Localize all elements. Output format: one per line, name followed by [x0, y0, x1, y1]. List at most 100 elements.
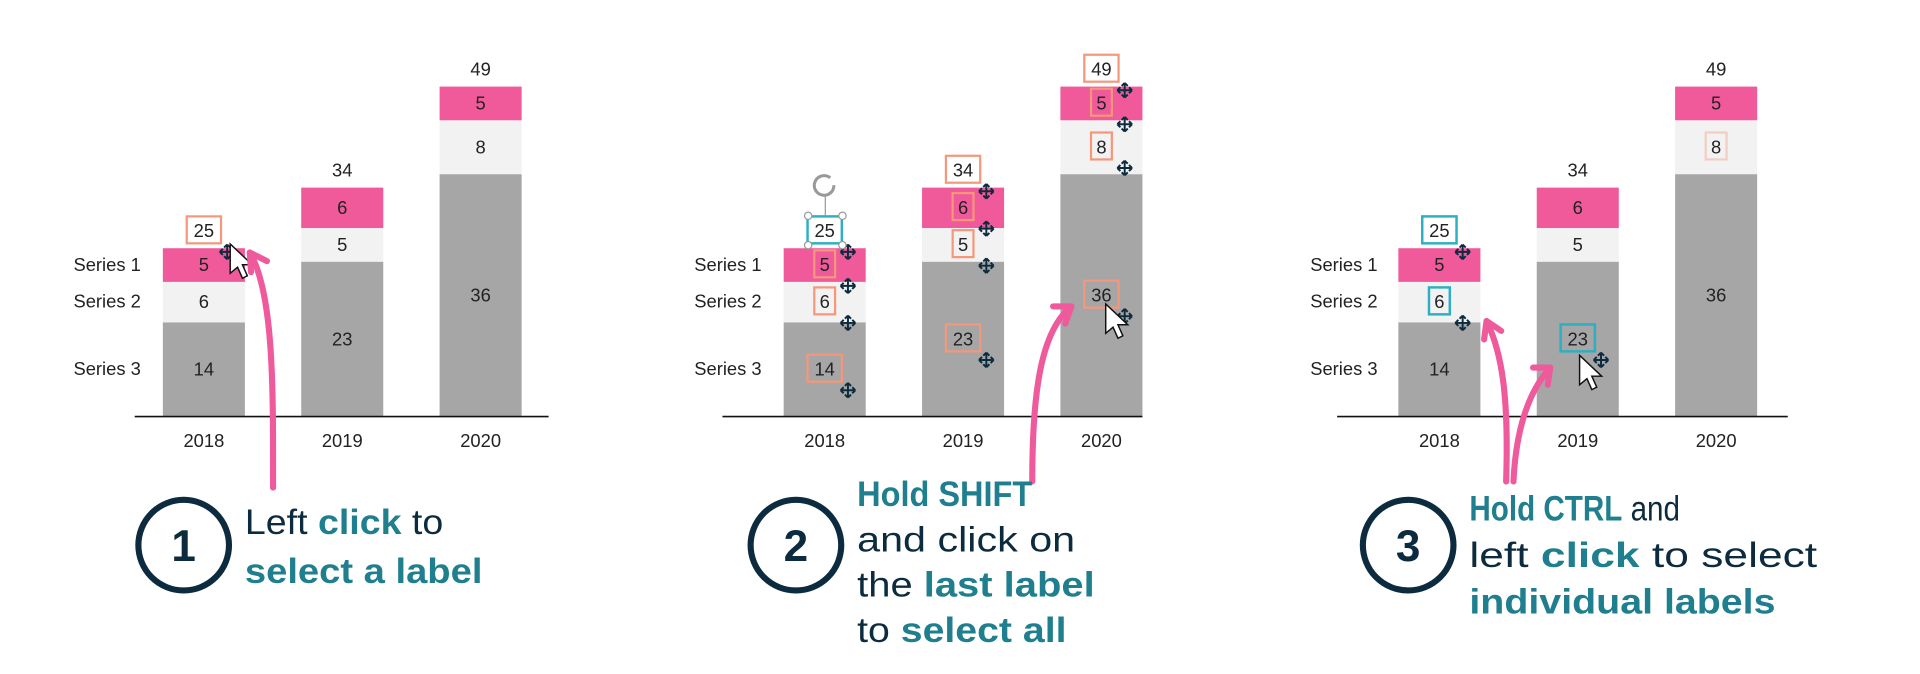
bar-segment-2019-series1[interactable] — [301, 187, 384, 229]
x-tick-label-2019: 2019 — [943, 430, 984, 451]
bar-segment-2020-series3[interactable] — [1060, 174, 1143, 417]
resize-handle[interactable] — [838, 240, 847, 250]
data-label-2018-series3[interactable]: 14 — [1429, 359, 1449, 380]
instruction-line: and click on — [857, 519, 1075, 559]
instruction-emphasis: select a label — [245, 551, 483, 591]
instruction-text: left — [1469, 535, 1541, 575]
data-label-2018-series3[interactable]: 14 — [194, 359, 214, 380]
bar-segment-2020-series1[interactable] — [439, 86, 522, 121]
total-label-2019[interactable]: 34 — [332, 160, 352, 181]
instruction-emphasis: individual labels — [1469, 582, 1775, 622]
x-tick-label-2020: 2020 — [460, 430, 501, 451]
data-label-2020-series2[interactable]: 8 — [1711, 136, 1721, 157]
series-label-2: Series 2 — [694, 291, 761, 312]
x-tick-label-2019: 2019 — [322, 430, 363, 451]
label-selection-box — [944, 154, 982, 184]
data-label-2019-series1[interactable]: 6 — [1573, 197, 1583, 218]
series-label-3: Series 3 — [1310, 358, 1377, 379]
bar-segment-2019-series1[interactable] — [1536, 187, 1619, 229]
data-label-2018-series3[interactable]: 14 — [814, 359, 834, 380]
bar-segment-2018-series3[interactable] — [162, 322, 245, 417]
label-selection-box — [951, 229, 975, 259]
instruction-emphasis: Hold — [1469, 489, 1543, 529]
data-label-2020-series2[interactable]: 8 — [1096, 136, 1106, 157]
bar-segment-2018-series2[interactable] — [162, 281, 245, 323]
bar-segment-2020-series1[interactable] — [1675, 86, 1758, 121]
move-icon — [978, 351, 995, 368]
data-label-2018-series2[interactable]: 6 — [820, 291, 830, 312]
total-label-2019[interactable]: 34 — [1568, 160, 1588, 181]
move-arrows — [978, 351, 995, 368]
total-label-2020[interactable]: 49 — [1091, 59, 1111, 80]
bar-segment-2020-series3[interactable] — [1675, 174, 1758, 417]
move-arrows — [1454, 243, 1471, 260]
label-selection-box — [944, 323, 982, 353]
pink-arrow — [1510, 364, 1554, 485]
data-label-2020-series1[interactable]: 5 — [1096, 93, 1106, 114]
total-label-2019[interactable]: 34 — [953, 160, 973, 181]
data-label-2018-series2[interactable]: 6 — [1434, 291, 1444, 312]
instruction-line: Hold CTRL and — [1469, 489, 1680, 529]
move-arrows — [978, 257, 995, 274]
bar-segment-2019-series3[interactable] — [1536, 261, 1619, 417]
data-label-2019-series3[interactable]: 23 — [332, 328, 352, 349]
data-label-2019-series1[interactable]: 6 — [958, 197, 968, 218]
bar-segment-2019-series1[interactable] — [922, 187, 1005, 229]
bar-segment-2019-series2[interactable] — [1536, 228, 1619, 262]
data-label-2018-series1[interactable]: 5 — [1434, 254, 1444, 275]
bar-segment-2020-series2[interactable] — [1675, 120, 1758, 175]
data-label-2020-series1[interactable]: 5 — [1711, 93, 1721, 114]
instruction-line: Left click to — [245, 502, 443, 542]
move-icon — [1454, 314, 1471, 331]
total-label-2018[interactable]: 25 — [1429, 220, 1449, 241]
label-selection-box — [1427, 286, 1452, 316]
instruction-text: to — [401, 502, 443, 542]
rotate-handle-icon[interactable] — [812, 174, 836, 197]
resize-handle[interactable] — [803, 211, 813, 221]
resize-handle[interactable] — [803, 240, 813, 250]
data-label-2020-series3[interactable]: 36 — [1091, 284, 1111, 305]
bar-segment-2020-series2[interactable] — [439, 120, 522, 175]
mouse-cursor-icon — [1578, 353, 1604, 391]
pink-arrow-head — [1530, 364, 1554, 388]
bar-segment-2020-series2[interactable] — [1060, 120, 1143, 175]
total-label-2020[interactable]: 49 — [1706, 59, 1726, 80]
move-arrows — [1116, 159, 1133, 177]
bar-segment-2019-series2[interactable] — [301, 228, 384, 262]
total-label-2020[interactable]: 49 — [470, 59, 490, 80]
data-label-2019-series2[interactable]: 5 — [337, 234, 347, 255]
pink-arrow — [1029, 303, 1075, 485]
total-label-2018[interactable]: 25 — [194, 220, 214, 241]
move-arrows — [1454, 314, 1471, 331]
move-arrows — [1592, 351, 1610, 368]
data-label-2020-series1[interactable]: 5 — [476, 93, 486, 114]
data-label-2019-series2[interactable]: 5 — [958, 234, 968, 255]
pink-arrow-head — [246, 249, 270, 276]
resize-handle[interactable] — [838, 211, 847, 221]
bar-segment-2020-series3[interactable] — [439, 174, 522, 417]
series-label-2: Series 2 — [1310, 291, 1377, 312]
data-label-2019-series3[interactable]: 23 — [953, 328, 973, 349]
bar-segment-2018-series3[interactable] — [783, 322, 866, 417]
data-label-2019-series1[interactable]: 6 — [337, 197, 347, 218]
label-selection-box — [1559, 323, 1597, 353]
bar-segment-2019-series3[interactable] — [301, 261, 384, 417]
label-selection-box — [1704, 131, 1728, 161]
data-label-2019-series2[interactable]: 5 — [1573, 234, 1583, 255]
data-label-2019-series3[interactable]: 23 — [1568, 328, 1588, 349]
data-label-2018-series2[interactable]: 6 — [199, 291, 209, 312]
data-label-2020-series3[interactable]: 36 — [470, 284, 490, 305]
data-label-2020-series3[interactable]: 36 — [1706, 284, 1726, 305]
data-label-2018-series1[interactable]: 5 — [199, 254, 209, 275]
data-label-2020-series2[interactable]: 8 — [476, 136, 486, 157]
instruction-emphasis: Hold — [857, 474, 938, 514]
total-label-2018[interactable]: 25 — [814, 220, 834, 241]
bar-segment-2019-series3[interactable] — [922, 261, 1005, 417]
series-label-1: Series 1 — [694, 254, 761, 275]
bar-segment-2018-series3[interactable] — [1398, 322, 1481, 417]
pink-arrow — [1483, 318, 1510, 485]
data-label-2018-series1[interactable]: 5 — [820, 254, 830, 275]
